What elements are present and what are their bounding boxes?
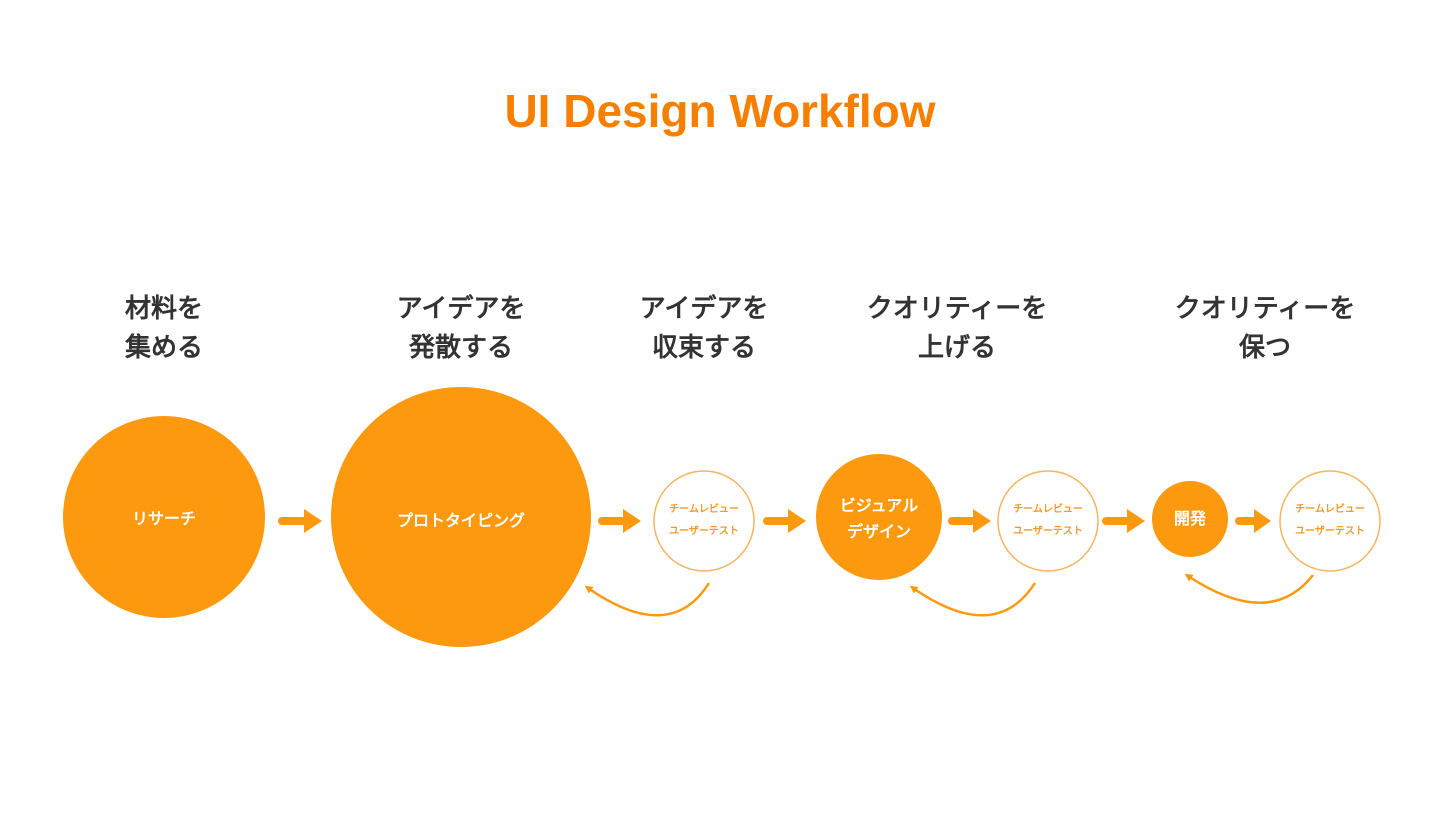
heading-line: クオリティーを — [1174, 294, 1356, 324]
heading-line: アイデアを — [396, 294, 526, 324]
label-line: チームレビュー — [1295, 504, 1365, 515]
label-prototyping: プロトタイピング — [397, 508, 525, 534]
label-line: チームレビュー — [1013, 504, 1083, 515]
feedback-arrow-icon — [1184, 573, 1314, 604]
arrow-right-icon — [948, 509, 991, 533]
label-line: ユーザーテスト — [1013, 526, 1083, 537]
label-line: ビジュアル — [839, 496, 919, 515]
label-line: ユーザーテスト — [669, 526, 739, 537]
heading-line: 材料を — [124, 294, 203, 324]
label-review-2: チームレビューユーザーテスト — [1013, 499, 1083, 543]
arrow-right-icon — [278, 509, 322, 533]
node-development — [1152, 481, 1228, 557]
diagram-title: UI Design Workflow — [504, 85, 936, 137]
node-review-3 — [1279, 470, 1381, 572]
heading-line: 収束する — [651, 333, 756, 363]
label-review-1: チームレビューユーザーテスト — [669, 499, 739, 543]
arrow-right-icon — [1102, 509, 1145, 533]
heading-line: 上げる — [917, 333, 996, 363]
stage-heading-converge: アイデアを収束する — [574, 290, 834, 368]
label-line: チームレビュー — [669, 504, 739, 515]
heading-line: 発散する — [408, 333, 513, 363]
stage-heading-keep-quality: クオリティーを保つ — [1135, 290, 1395, 368]
stage-heading-diverge: アイデアを発散する — [331, 290, 591, 368]
label-review-3: チームレビューユーザーテスト — [1295, 499, 1365, 543]
arrow-right-icon — [1235, 509, 1271, 533]
node-review-2 — [997, 470, 1099, 572]
label-line: ユーザーテスト — [1295, 526, 1365, 537]
label-research: リサーチ — [132, 506, 196, 532]
heading-line: クオリティーを — [866, 294, 1048, 324]
label-line: デザイン — [846, 522, 911, 541]
heading-line: アイデアを — [639, 294, 769, 324]
node-prototyping — [331, 387, 591, 647]
label-line: 開発 — [1173, 509, 1207, 528]
node-visual-design — [816, 454, 942, 580]
stage-heading-raise-quality: クオリティーを上げる — [827, 290, 1087, 368]
label-visual-design: ビジュアルデザイン — [840, 493, 918, 545]
feedback-arrow-icon — [909, 582, 1037, 617]
node-research — [63, 416, 265, 618]
label-line: プロトタイピング — [396, 511, 526, 530]
stage-heading-gather: 材料を集める — [34, 290, 294, 368]
heading-line: 集める — [124, 333, 203, 363]
label-development: 開発 — [1174, 506, 1206, 532]
arrow-right-icon — [598, 509, 641, 533]
feedback-arrow-icon — [584, 582, 711, 617]
label-line: リサーチ — [131, 509, 197, 528]
heading-line: 保つ — [1238, 333, 1291, 363]
node-review-1 — [653, 470, 755, 572]
arrow-right-icon — [763, 509, 806, 533]
